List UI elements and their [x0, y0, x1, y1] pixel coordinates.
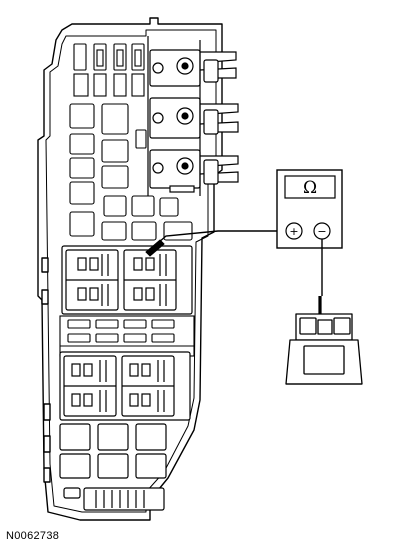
positive-jack	[285, 222, 303, 240]
bottom-cartridge-fuses	[59, 423, 167, 511]
high-current-studs	[147, 36, 239, 196]
ohm-symbol: Ω	[303, 178, 317, 198]
ohmmeter: Ω + −	[276, 169, 343, 249]
upper-fuse-array	[69, 43, 193, 241]
mini-fuse-strip	[59, 315, 195, 357]
figure-id: N0062738	[6, 530, 60, 542]
positive-test-lead	[145, 230, 294, 257]
upper-relay-block	[61, 245, 193, 315]
lower-relay-block	[59, 351, 191, 421]
meter-display	[284, 175, 336, 199]
negative-jack-label: −	[317, 225, 326, 238]
fuse-detail	[285, 313, 363, 385]
positive-jack-label: +	[289, 225, 298, 238]
